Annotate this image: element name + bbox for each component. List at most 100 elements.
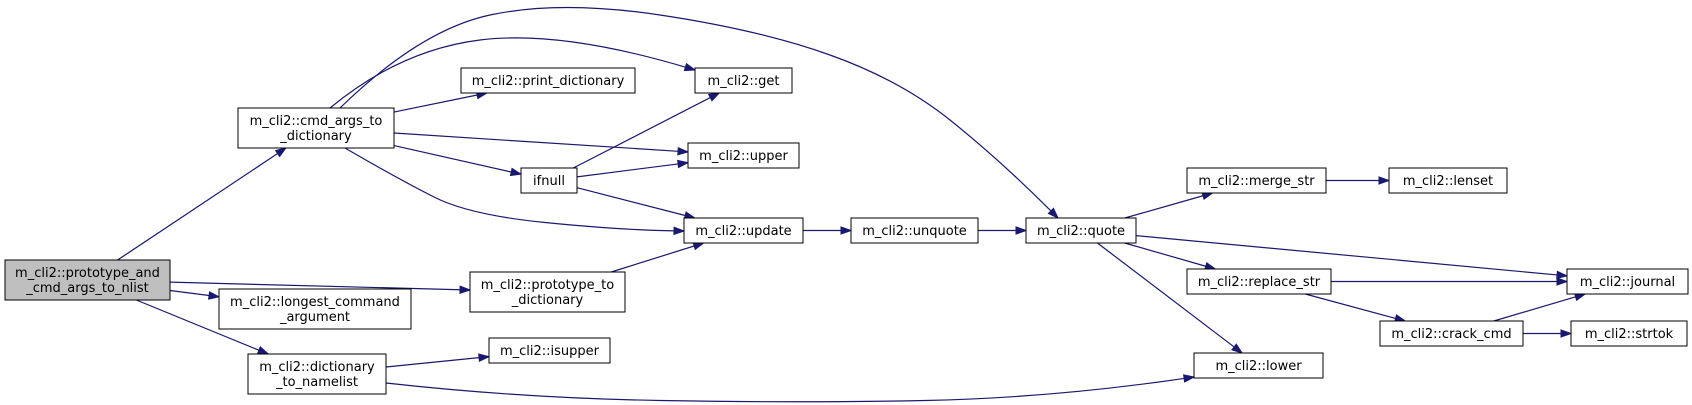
node-cmd-args-to-dictionary[interactable]: m_cli2::cmd_args_to_dictionary: [237, 107, 395, 149]
arrowhead-icon: [1556, 270, 1569, 280]
node-journal[interactable]: m_cli2::journal: [1566, 268, 1689, 295]
node-label: ifnull: [533, 174, 565, 189]
node-label: m_cli2::cmd_args_to: [250, 114, 383, 129]
node-box: [850, 217, 979, 244]
arrowhead-icon: [840, 226, 853, 235]
edge-line: [1124, 242, 1206, 267]
node-box: [1388, 167, 1508, 194]
node-label: m_cli2::unquote: [862, 224, 967, 239]
node-box: [1193, 352, 1324, 379]
node-strtok[interactable]: m_cli2::strtok: [1570, 320, 1688, 347]
edge-prototype-and-to-longest-command-argument: [169, 289, 221, 300]
edge-ifnull-to-upper: [576, 159, 690, 178]
node-isupper[interactable]: m_cli2::isupper: [488, 337, 611, 364]
node-quote[interactable]: m_cli2::quote: [1025, 217, 1137, 244]
edge-line: [393, 94, 478, 113]
arrowhead-icon: [1182, 374, 1196, 383]
node-label: m_cli2::journal: [1580, 275, 1675, 290]
node-label: m_cli2::update: [695, 224, 791, 239]
edge-line: [169, 289, 210, 297]
edge-line: [573, 97, 711, 169]
arrowhead-icon: [274, 147, 288, 158]
edge-ifnull-to-update: [576, 187, 697, 220]
node-lower[interactable]: m_cli2::lower: [1193, 352, 1324, 379]
edge-line: [576, 187, 686, 217]
edge-cmd-args-to-dictionary-to-print-dictionary: [393, 90, 489, 113]
node-get[interactable]: m_cli2::get: [694, 67, 793, 94]
arrowhead-icon: [1378, 176, 1391, 185]
edge-prototype-and-to-cmd-args-to-dictionary: [117, 147, 288, 261]
edge-cmd-args-to-dictionary-to-update: [344, 147, 686, 236]
arrowhead-icon: [208, 291, 221, 300]
edge-line: [385, 377, 1185, 403]
arrowhead-icon: [673, 226, 686, 236]
arrowhead-icon: [256, 346, 270, 355]
node-box: [520, 167, 578, 194]
node-label: m_cli2::isupper: [500, 344, 600, 359]
node-box: [1025, 217, 1137, 244]
node-box: [687, 142, 800, 169]
arrowhead-icon: [1556, 277, 1569, 286]
node-box: [218, 288, 412, 330]
arrowhead-icon: [1047, 207, 1060, 220]
node-box: [237, 107, 395, 149]
arrowhead-icon: [677, 146, 690, 156]
node-label: m_cli2::prototype_to: [481, 278, 615, 293]
node-upper[interactable]: m_cli2::upper: [687, 142, 800, 169]
edge-prototype-to-dictionary-to-update: [611, 242, 706, 273]
edge-line: [117, 153, 278, 261]
edge-crack-cmd-to-strtok: [1523, 329, 1573, 338]
arrowhead-icon: [1560, 329, 1573, 338]
node-label: _argument: [279, 310, 350, 325]
edge-line: [1135, 235, 1558, 276]
node-replace-str[interactable]: m_cli2::replace_str: [1186, 268, 1332, 295]
node-box: [1186, 268, 1332, 295]
node-label: m_cli2::quote: [1037, 224, 1125, 239]
node-label: _cmd_args_to_nlist: [25, 281, 149, 296]
node-box: [4, 259, 171, 301]
edge-cmd-args-to-dictionary-to-ifnull: [393, 144, 523, 177]
arrowhead-icon: [677, 159, 690, 169]
node-ifnull[interactable]: ifnull: [520, 167, 578, 194]
edge-crack-cmd-to-journal: [1493, 292, 1587, 322]
node-longest-command-argument[interactable]: m_cli2::longest_command_argument: [218, 288, 412, 330]
arrowhead-icon: [478, 353, 491, 362]
node-label: _dictionary: [279, 129, 352, 144]
node-label: m_cli2::upper: [699, 149, 788, 164]
edge-quote-to-journal: [1135, 235, 1569, 280]
edge-line: [1124, 195, 1204, 219]
node-unquote[interactable]: m_cli2::unquote: [850, 217, 979, 244]
node-update[interactable]: m_cli2::update: [683, 217, 804, 244]
edge-unquote-to-quote: [978, 226, 1028, 235]
edge-replace-str-to-journal: [1331, 277, 1569, 286]
node-box: [1570, 320, 1688, 347]
arrowhead-icon: [683, 62, 697, 72]
edge-line: [1097, 242, 1235, 348]
node-box: [460, 67, 636, 94]
node-label: m_cli2::lower: [1215, 359, 1302, 374]
edge-line: [576, 163, 679, 178]
node-label: m_cli2::replace_str: [1198, 275, 1321, 290]
edge-line: [339, 6, 1052, 212]
node-label: m_cli2::strtok: [1585, 327, 1674, 342]
edges-layer: [117, 6, 1587, 403]
node-lenset[interactable]: m_cli2::lenset: [1388, 167, 1508, 194]
node-crack-cmd[interactable]: m_cli2::crack_cmd: [1379, 320, 1524, 347]
node-label: m_cli2::longest_command: [230, 295, 400, 310]
node-prototype-to-dictionary[interactable]: m_cli2::prototype_to_dictionary: [469, 271, 626, 313]
edge-dictionary-to-namelist-to-isupper: [385, 353, 491, 368]
edge-ifnull-to-get: [573, 92, 721, 169]
node-prototype-and[interactable]: m_cli2::prototype_and_cmd_args_to_nlist: [4, 259, 171, 301]
node-merge-str[interactable]: m_cli2::merge_str: [1186, 167, 1327, 194]
node-dictionary-to-namelist[interactable]: m_cli2::dictionary_to_namelist: [247, 353, 387, 395]
edge-line: [393, 144, 512, 173]
edge-line: [393, 132, 679, 152]
edge-dictionary-to-namelist-to-lower: [385, 374, 1196, 403]
node-label: m_cli2::get: [708, 74, 780, 89]
node-label: m_cli2::prototype_and: [15, 266, 160, 281]
node-print-dictionary[interactable]: m_cli2::print_dictionary: [460, 67, 636, 94]
node-label: m_cli2::crack_cmd: [1391, 327, 1511, 342]
edge-line: [1493, 296, 1576, 322]
node-box: [488, 337, 611, 364]
